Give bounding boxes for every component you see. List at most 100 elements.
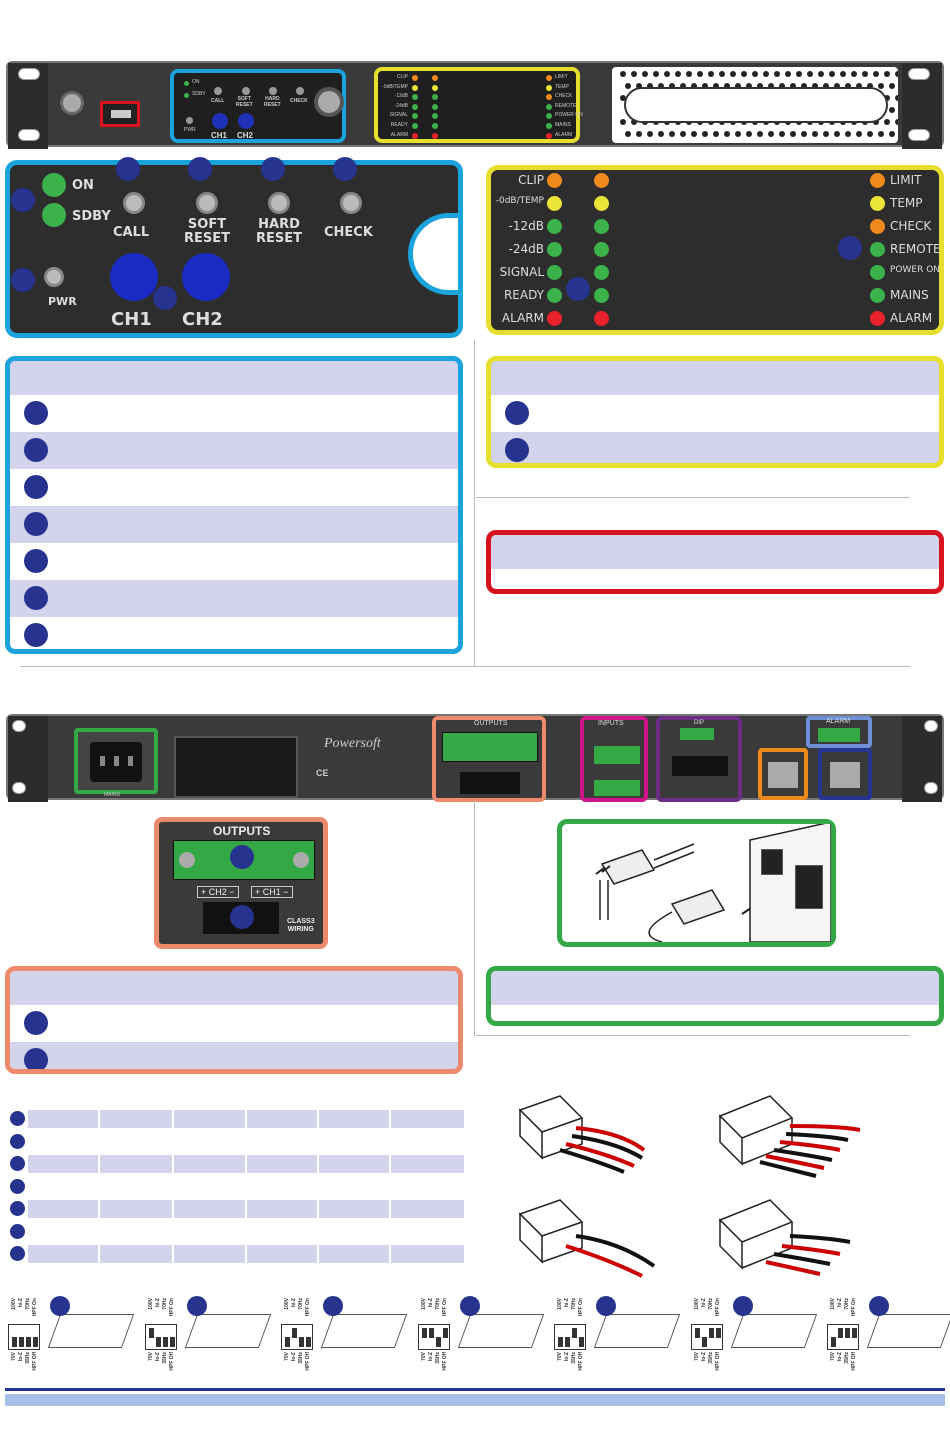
callout-marker: [333, 157, 357, 181]
led-label-left: -12dB: [508, 219, 544, 233]
outputs-detail: OUTPUTS + CH2 − + CH1 − CLASS3 WIRING: [154, 817, 328, 949]
ch2-output-label: + CH2 −: [197, 886, 239, 898]
call-label: CALL: [113, 225, 150, 240]
small-led-label-left: ALARM: [390, 131, 408, 138]
ethernet-port[interactable]: [758, 748, 808, 800]
callout-marker: [732, 1296, 753, 1316]
inputs-connector[interactable]: INPUTS: [580, 716, 648, 802]
check-button[interactable]: [340, 192, 362, 214]
status-led: [432, 132, 438, 139]
small-led-label-left: READY: [390, 122, 408, 128]
status-led: [432, 113, 438, 120]
status-led: [594, 219, 609, 234]
small-led-label-left: -0dB/TEMP: [382, 83, 408, 90]
status-led: [432, 75, 438, 81]
small-led-label-right: REMOTE: [555, 102, 577, 109]
status-led: [412, 75, 418, 81]
front-led-panel-small: [374, 67, 580, 143]
divider: [474, 800, 475, 1036]
status-led: [870, 242, 885, 257]
alarm-connector[interactable]: ALARM: [806, 716, 872, 748]
status-led: [547, 173, 562, 188]
mains-label: MAINS: [104, 792, 120, 798]
status-led: [412, 84, 418, 91]
outputs-small: OUTPUTS: [432, 716, 546, 802]
status-led: [870, 265, 885, 280]
settings-grid: [8, 1108, 464, 1266]
small-led-label-left: -12dB: [394, 93, 408, 100]
status-led: [546, 113, 552, 120]
footer-rule: [5, 1388, 945, 1391]
wiring-illustrations: [518, 1095, 861, 1278]
status-led: [547, 196, 562, 211]
soft-reset-label: SOFT RESET: [184, 217, 231, 246]
callout-marker: [596, 1296, 616, 1316]
front-button-panel-detail: ON SDBY CALL SOFT RESET HARD RESET CHECK…: [5, 160, 463, 338]
callout-marker: [323, 1296, 343, 1316]
dip-config[interactable]: DIP: [656, 716, 742, 802]
status-led: [547, 219, 562, 234]
mains-cable-illustration: [557, 819, 836, 947]
small-led-label-right: MAINS: [555, 122, 571, 128]
small-ch1-label: CH1: [211, 131, 228, 140]
usb-port[interactable]: [100, 101, 140, 127]
status-led: [594, 265, 609, 280]
callout-marker: [10, 1133, 25, 1149]
led-label-right: TEMP: [890, 196, 923, 210]
status-led: [432, 103, 438, 110]
ch1-button[interactable]: [110, 253, 158, 301]
status-led: [546, 94, 552, 101]
led-label-right: REMOTE: [890, 242, 941, 256]
callout-marker: [230, 845, 254, 869]
grid-row: [8, 1221, 464, 1244]
callout-marker: [261, 157, 285, 181]
brand-logo: Powersoft: [324, 736, 381, 751]
class3-wiring-label: CLASS3 WIRING: [287, 918, 315, 933]
status-led: [870, 196, 885, 211]
hard-reset-button[interactable]: [268, 192, 290, 214]
grid-row: [8, 1131, 464, 1154]
divider: [474, 340, 475, 666]
status-led: [870, 219, 885, 234]
led-label-right: LIMIT: [890, 173, 922, 187]
led-label-right: ALARM: [890, 311, 933, 325]
led-label-left: ALARM: [501, 311, 544, 325]
led-label-left: -24dB: [508, 242, 544, 256]
callout-marker: [230, 905, 254, 929]
callout-marker: [11, 188, 35, 212]
hard-reset-label: HARD RESET: [256, 217, 303, 246]
status-led: [547, 265, 562, 280]
callout-marker: [153, 286, 177, 310]
callout-marker: [50, 1296, 70, 1316]
mains-inlet[interactable]: [74, 728, 158, 794]
check-label: CHECK: [324, 225, 373, 240]
small-on-label: ON: [192, 79, 200, 85]
call-button[interactable]: [123, 192, 145, 214]
front-led-panel-detail: [486, 165, 944, 335]
small-pwr-label: PWR: [184, 127, 196, 133]
led-label-left: -0dB/TEMP: [495, 196, 544, 206]
soft-reset-button[interactable]: [196, 192, 218, 214]
led-label-right: CHECK: [890, 219, 932, 233]
callout-marker: [459, 1296, 480, 1316]
kd-link-port[interactable]: [818, 748, 872, 800]
led-label-left: SIGNAL: [499, 265, 544, 279]
small-led-label-left: CLIP: [396, 74, 408, 80]
divider: [20, 666, 910, 667]
callout-marker: [186, 1296, 207, 1316]
grid-row: [8, 1153, 464, 1176]
callout-marker: [10, 1178, 25, 1194]
ch2-button[interactable]: [182, 253, 230, 301]
status-led: [546, 123, 552, 129]
red-legend-table: [486, 530, 944, 594]
small-led-label-right: TEMP: [555, 83, 569, 90]
pwr-button[interactable]: [44, 267, 64, 287]
callout-marker: [10, 1246, 25, 1261]
ch1-output-label: + CH1 −: [251, 886, 293, 898]
led-label-right: POWER ON: [890, 265, 941, 275]
